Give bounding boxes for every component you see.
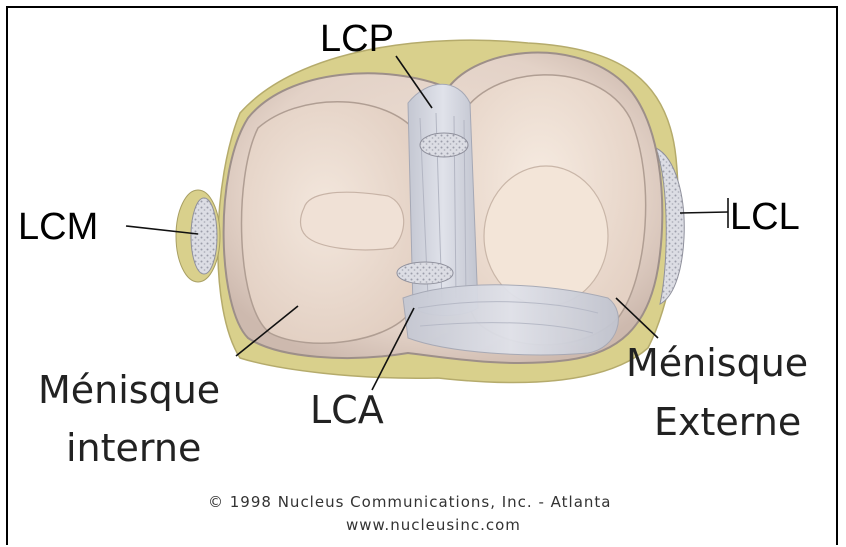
credit-line: © 1998 Nucleus Communications, Inc. - At…	[208, 495, 611, 510]
label-menisque-externe-line1: Ménisque	[626, 344, 808, 382]
label-lca: LCA	[310, 391, 384, 429]
label-menisque-interne-line1: Ménisque	[38, 371, 220, 409]
lcp-cut-end	[420, 133, 468, 157]
label-lcp: LCP	[320, 20, 394, 58]
lcl-leader	[680, 212, 728, 213]
lca-cut-end	[397, 262, 453, 284]
label-lcm: LCM	[18, 208, 98, 246]
figure-frame: LCP LCM LCL LCA Ménisque interne Ménisqu…	[6, 6, 838, 545]
credit-url: www.nucleusinc.com	[346, 518, 521, 533]
label-menisque-externe-line2: Externe	[654, 403, 801, 441]
lca-ligament	[403, 285, 618, 355]
label-menisque-interne-line2: interne	[66, 429, 201, 467]
label-lcl: LCL	[730, 198, 800, 236]
